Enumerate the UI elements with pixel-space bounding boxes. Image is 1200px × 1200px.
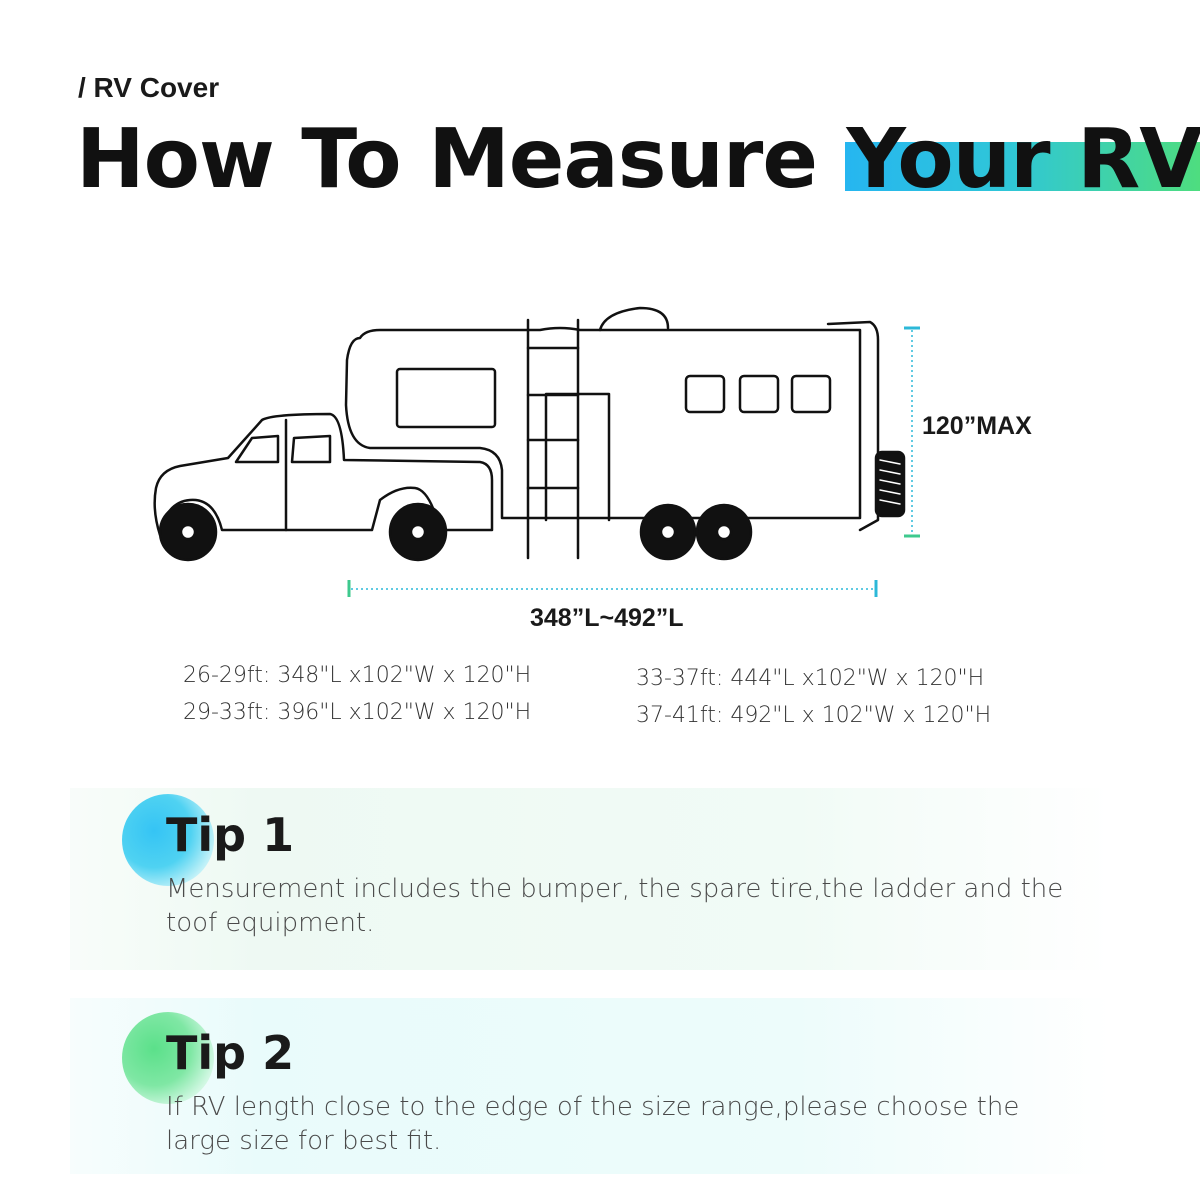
roof-equipment: [598, 306, 670, 332]
ladder: [526, 318, 580, 560]
truck-cab-window-front: [234, 434, 280, 464]
size-list-left: 26-29ft: 348"L x102"W x 120"H 29-33ft: 3…: [183, 657, 531, 731]
height-dimension: [904, 326, 920, 538]
camper-cab-overhang: [344, 326, 862, 520]
page-title-highlight: Your RV: [845, 112, 1200, 207]
tip-badge-blob: [122, 1012, 214, 1104]
height-dimension-label: 120”MAX: [922, 412, 1032, 440]
side-window-2: [738, 374, 780, 414]
truck-body: [153, 412, 494, 537]
trailer-rear-cap: [826, 320, 880, 532]
side-window-1: [684, 374, 726, 414]
rv-illustration: [153, 306, 906, 562]
tip-text: If RV length close to the edge of the si…: [166, 1092, 1020, 1156]
size-item: 33-37ft: 444"L x102"W x 120"H: [636, 666, 985, 691]
size-item: 37-41ft: 492"L x 102"W x 120"H: [636, 703, 992, 728]
side-window-3: [790, 374, 832, 414]
tip-text: Mensurement includes the bumper, the spa…: [166, 874, 1064, 938]
tip-badge-blob: [122, 794, 214, 886]
size-item: 29-33ft: 396"L x102"W x 120"H: [183, 700, 532, 725]
truck-cab-window-rear: [290, 434, 332, 464]
tip-card-2: Tip 2 If RV length close to the edge of …: [70, 998, 1110, 1174]
length-dimension: [347, 580, 878, 597]
breadcrumb: / RV Cover: [78, 72, 220, 103]
tip-title: Tip 2: [166, 1026, 295, 1080]
page-title: How To Measure Your RV: [76, 112, 1200, 207]
camper-front-window: [395, 367, 497, 429]
page-title-prefix: How To Measure: [76, 112, 845, 207]
size-item: 26-29ft: 348"L x102"W x 120"H: [183, 663, 532, 688]
tip-card-1: Tip 1 Mensurement includes the bumper, t…: [70, 788, 1110, 970]
tip-title: Tip 1: [166, 808, 295, 862]
rv-diagram: [153, 306, 920, 597]
length-dimension-label: 348”L~492”L: [530, 604, 684, 632]
size-list-right: 33-37ft: 444"L x102"W x 120"H 37-41ft: 4…: [636, 660, 991, 734]
